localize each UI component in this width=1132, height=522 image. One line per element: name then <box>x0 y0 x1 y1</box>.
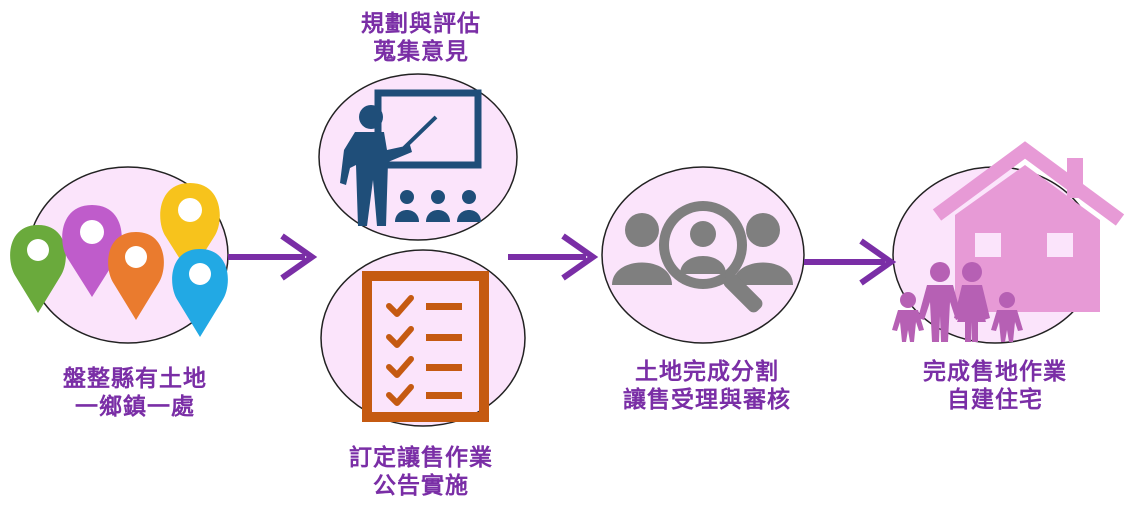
presentation-icon <box>340 89 482 226</box>
step3-caption: 土地完成分割 讓售受理與審核 <box>592 358 822 414</box>
location-pins-icon <box>10 183 228 337</box>
house-family-icon <box>892 141 1125 342</box>
checklist-icon <box>362 271 489 422</box>
arrow-1 <box>228 233 318 281</box>
step3-caption-line1: 土地完成分割 <box>635 359 779 385</box>
step2-announcement-caption: 訂定讓售作業 公告實施 <box>316 444 526 500</box>
step1-caption-line2: 一鄉鎮一處 <box>75 394 195 420</box>
step3-caption-line2: 讓售受理與審核 <box>623 387 791 413</box>
step2-planning-caption: 規劃與評估 蒐集意見 <box>316 10 526 66</box>
step4-caption-line1: 完成售地作業 <box>923 359 1067 385</box>
step1-caption-line1: 盤整縣有土地 <box>63 366 207 392</box>
user-search-icon <box>612 201 793 313</box>
step2-planning-caption-line2: 蒐集意見 <box>373 39 469 65</box>
step1-caption: 盤整縣有土地 一鄉鎮一處 <box>20 365 250 421</box>
arrow-2 <box>508 233 599 281</box>
step4-caption-line2: 自建住宅 <box>947 387 1043 413</box>
step4-caption: 完成售地作業 自建住宅 <box>880 358 1110 414</box>
arrow-3 <box>804 238 897 286</box>
step2-announcement-caption-line2: 公告實施 <box>373 473 469 499</box>
step2-announcement-caption-line1: 訂定讓售作業 <box>349 445 493 471</box>
step2-planning-caption-line1: 規劃與評估 <box>361 11 481 37</box>
